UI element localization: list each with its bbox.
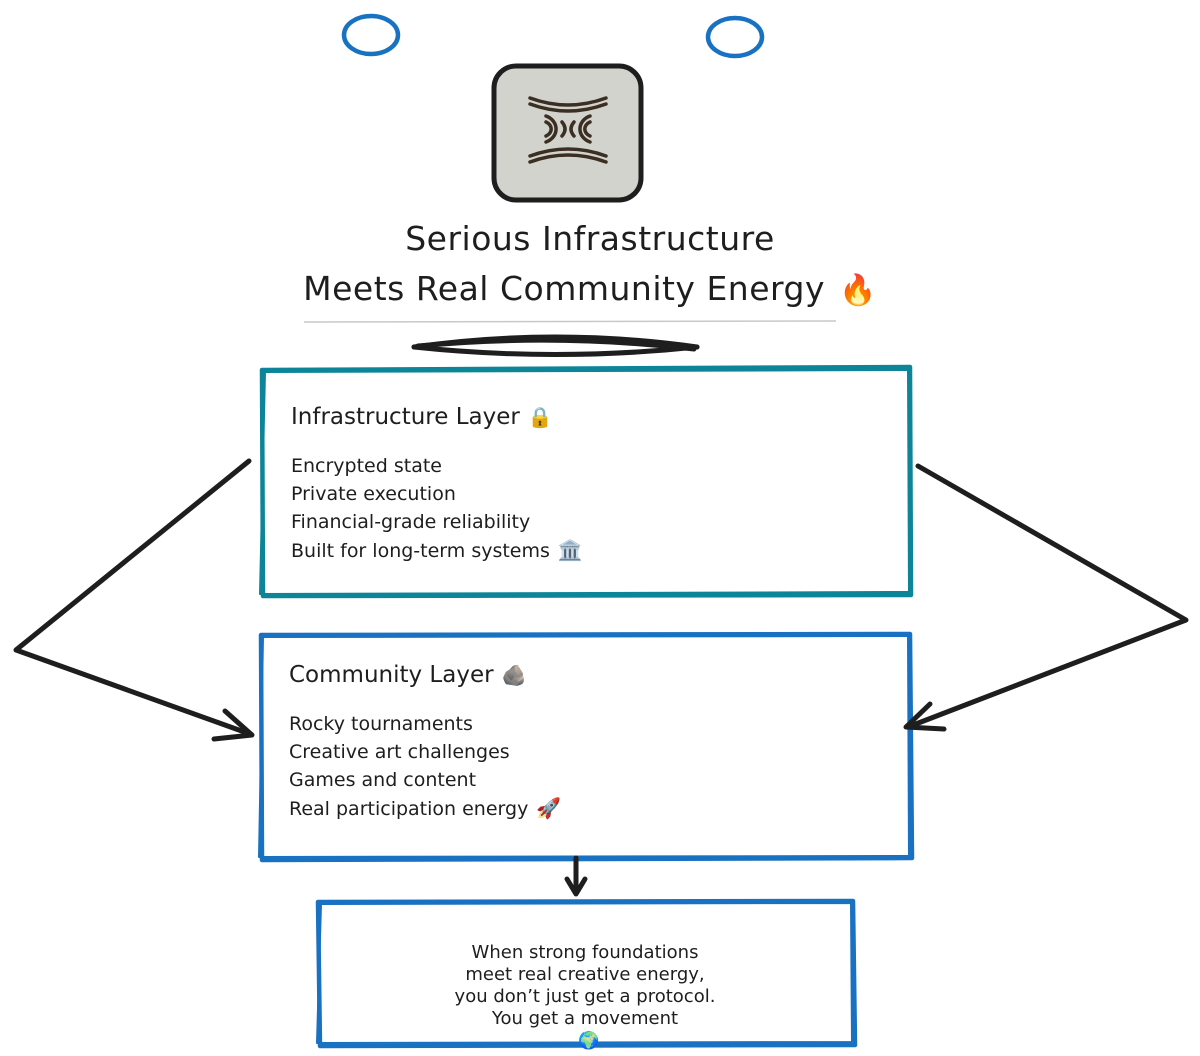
infrastructure-content: Infrastructure Layer 🔒 Encrypted state Pr… — [291, 402, 583, 565]
footer-message: When strong foundations meet real creati… — [330, 942, 840, 1052]
list-item: Rocky tournaments — [289, 713, 473, 735]
list-item: Creative art challenges — [289, 741, 510, 763]
list-item: Financial-grade reliability — [291, 511, 531, 533]
rock-icon: 🪨 — [501, 663, 527, 687]
list-item: Built for long-term systems 🏛️ — [291, 536, 583, 565]
right-arrow — [903, 463, 1189, 732]
list-item-text: Real participation energy — [289, 798, 529, 820]
diagram-title: Serious Infrastructure Meets Real Commun… — [240, 214, 940, 316]
list-item: Real participation energy 🚀 — [289, 794, 561, 823]
logo-icon — [491, 63, 644, 203]
down-arrow — [564, 855, 588, 897]
lens-shape — [411, 334, 700, 357]
bank-icon: 🏛️ — [557, 538, 583, 562]
lock-icon: 🔒 — [527, 405, 553, 429]
infrastructure-list: Encrypted state Private execution Financ… — [291, 452, 583, 565]
globe-icon: 🌍 — [578, 1031, 600, 1051]
list-item: Private execution — [291, 483, 456, 505]
infrastructure-heading: Infrastructure Layer 🔒 — [291, 402, 583, 432]
left-arrow — [13, 458, 255, 742]
title-line-1: Serious Infrastructure — [405, 219, 775, 258]
footer-line-2: meet real creative energy, — [465, 964, 705, 985]
fire-icon: 🔥 — [838, 273, 877, 308]
footer-line-1: When strong foundations — [471, 942, 699, 963]
right-circle-shape — [705, 15, 765, 59]
title-underline — [303, 320, 837, 323]
left-circle-shape — [341, 13, 401, 57]
footer-line-4: You get a movement🌍 — [330, 1008, 840, 1052]
footer-line-4-text: You get a movement — [491, 1008, 679, 1029]
footer-line-3: you don’t just get a protocol. — [454, 986, 716, 1007]
infrastructure-heading-text: Infrastructure Layer — [291, 404, 520, 430]
title-line-2-text: Meets Real Community Energy — [303, 269, 825, 308]
list-item-text: Built for long-term systems — [291, 540, 550, 562]
community-content: Community Layer 🪨 Rocky tournaments Creat… — [289, 660, 561, 823]
list-item: Games and content — [289, 769, 477, 791]
list-item: Encrypted state — [291, 455, 442, 477]
title-line-2: Meets Real Community Energy 🔥 — [240, 264, 940, 316]
rocket-icon: 🚀 — [536, 796, 562, 820]
community-heading: Community Layer 🪨 — [289, 660, 561, 690]
community-heading-text: Community Layer — [289, 662, 494, 688]
community-list: Rocky tournaments Creative art challenge… — [289, 710, 561, 823]
